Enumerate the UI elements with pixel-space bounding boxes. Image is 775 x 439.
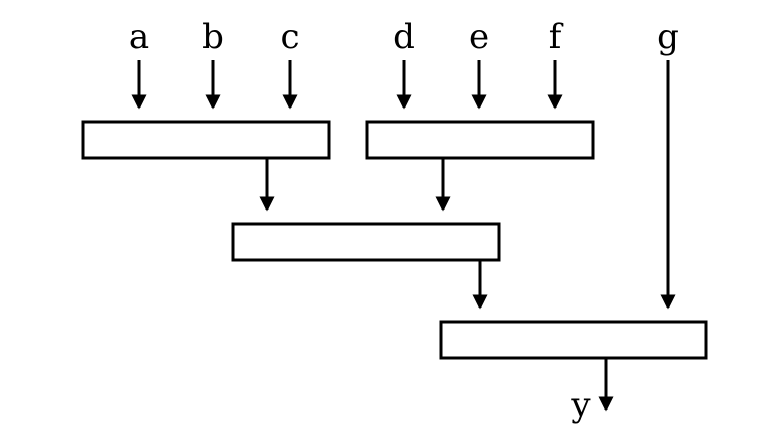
input-label-c: c xyxy=(280,17,299,57)
output-label-y: y xyxy=(570,385,591,425)
input-label-a: a xyxy=(129,17,149,57)
block-level3 xyxy=(439,320,708,360)
input-wires xyxy=(131,60,676,310)
input-label-f: f xyxy=(549,17,564,57)
input-label-b: b xyxy=(202,17,224,57)
block-def xyxy=(365,120,595,160)
input-label-d: d xyxy=(393,17,415,57)
input-label-e: e xyxy=(469,17,489,57)
block-level2 xyxy=(231,222,501,262)
input-label-g: g xyxy=(657,17,679,57)
block-abc xyxy=(81,120,331,160)
